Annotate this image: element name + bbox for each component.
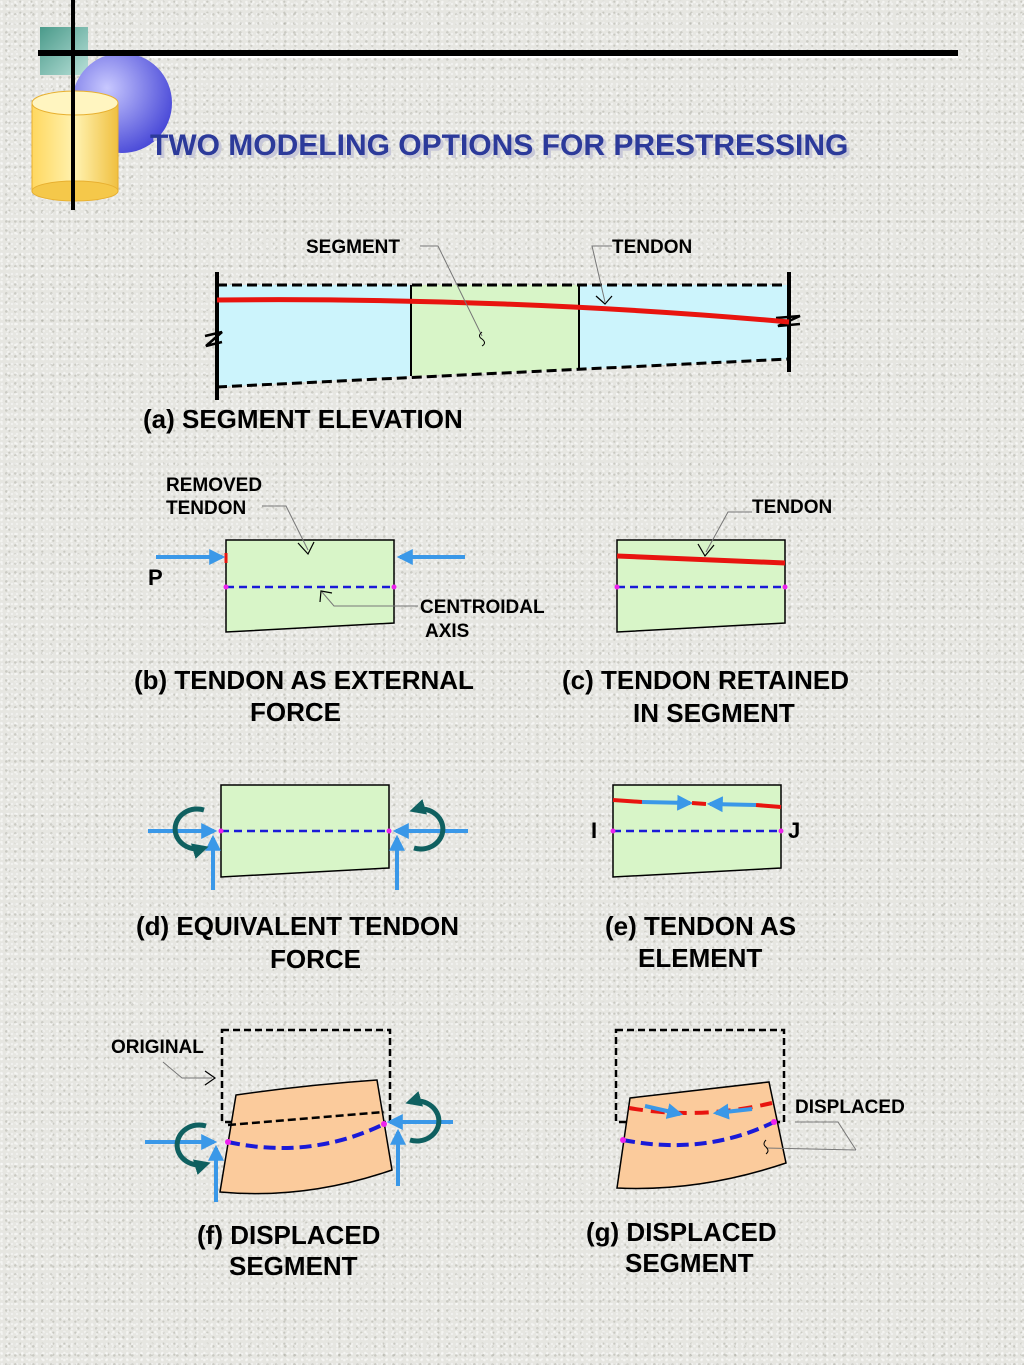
centroidal-leader-arrow (319, 590, 333, 603)
caption-d-line2: FORCE (270, 944, 361, 974)
tendon-c-leader-arrow (697, 543, 715, 558)
displaced-block-g (616, 1081, 787, 1190)
segment-middle (411, 285, 579, 376)
node-f-right (381, 1121, 387, 1127)
panel-f-displaced (145, 1028, 453, 1202)
label-j: J (788, 818, 800, 843)
node-g-right (771, 1119, 777, 1125)
displaced-leader (795, 1121, 857, 1151)
label-removed-tendon: TENDON (166, 498, 246, 519)
tendon-profile (216, 297, 790, 325)
tendon-arrow-g-left (644, 1103, 684, 1119)
label-i: I (591, 818, 597, 843)
label-segment: SEGMENT (306, 237, 400, 258)
caption-f-line1: (f) DISPLACED (197, 1220, 380, 1250)
node-j (778, 828, 784, 834)
centroidal-leader (321, 591, 418, 607)
panel-b-external-force (156, 505, 465, 633)
label-tendon-c: TENDON (752, 497, 832, 518)
label-p: P (148, 565, 163, 590)
panel-g-displaced (614, 1028, 857, 1190)
tendon-leader (591, 245, 612, 303)
node-b-left (223, 584, 229, 590)
removed-tendon-leader-arrow (297, 541, 315, 556)
caption-f-line2: SEGMENT (229, 1251, 358, 1281)
tendon-arrow-g-right (712, 1103, 753, 1120)
header-decoration (31, 0, 958, 210)
label-removed: REMOVED (166, 475, 262, 496)
bottom-flange-line (216, 357, 790, 389)
moment-arrow-f-left (174, 1122, 211, 1175)
tendon-c (616, 553, 786, 566)
caption-g-line1: (g) DISPLACED (586, 1217, 777, 1247)
original-leader (162, 1061, 212, 1079)
panel-c-tendon-retained (614, 511, 788, 633)
node-c-right (782, 584, 788, 590)
displaced-centroid-f (227, 1122, 385, 1150)
tendon-element-arrow-right (706, 796, 757, 813)
node-g-left (620, 1137, 626, 1143)
segment-leader (420, 245, 483, 337)
node-d-left (218, 828, 224, 834)
caption-c-line1: (c) TENDON RETAINED (562, 665, 849, 695)
displaced-tendon-g (628, 1101, 773, 1115)
caption-b-line2: FORCE (250, 697, 341, 727)
tendon-element-end-right (755, 803, 782, 809)
node-c-left (614, 584, 620, 590)
moment-arrow-right (409, 799, 446, 852)
label-axis: AXIS (425, 621, 469, 642)
panel-d-equivalent-force (148, 784, 468, 890)
node-b-right (391, 584, 397, 590)
segment-right (579, 285, 789, 369)
displaced-centroid-g (622, 1120, 775, 1148)
node-d-right (386, 828, 392, 834)
original-axis-f (227, 1110, 385, 1127)
moment-arrow-left (172, 806, 209, 859)
page-title-shadow: TWO MODELING OPTIONS FOR PRESTRESSING (153, 132, 851, 165)
tendon-element-arrow-left (641, 794, 694, 811)
displaced-leader-tick (763, 1139, 769, 1155)
removed-tendon-leader (262, 505, 309, 551)
tendon-element-mid (691, 801, 707, 806)
panel-a-segment-elevation (204, 245, 801, 400)
caption-b-line1: (b) TENDON AS EXTERNAL (134, 665, 474, 695)
label-centroidal: CENTROIDAL (420, 597, 545, 618)
break-symbol-left (204, 330, 223, 348)
tendon-leader-arrow (595, 295, 613, 305)
node-i (610, 828, 616, 834)
label-tendon-a: TENDON (612, 237, 692, 258)
caption-d-line1: (d) EQUIVALENT TENDON (136, 911, 459, 941)
displaced-leader-tail (765, 1147, 857, 1151)
node-f-left (225, 1139, 231, 1145)
segment-left (217, 285, 411, 387)
moment-arrow-f-right (405, 1091, 442, 1144)
caption-e-line1: (e) TENDON AS (605, 911, 796, 941)
tendon-c-leader (705, 511, 752, 553)
original-leader-arrow (204, 1070, 217, 1086)
displaced-block-f (219, 1079, 393, 1195)
label-original: ORIGINAL (111, 1037, 204, 1058)
segment-leader-tick (479, 331, 485, 347)
label-displaced: DISPLACED (795, 1097, 905, 1118)
tendon-element-end-left (612, 798, 643, 804)
page-title: TWO MODELING OPTIONS FOR PRESTRESSING (150, 129, 848, 162)
caption-c-line2: IN SEGMENT (633, 698, 795, 728)
panel-e-tendon-element (610, 784, 784, 878)
caption-e-line2: ELEMENT (638, 943, 762, 973)
caption-g-line2: SEGMENT (625, 1248, 754, 1278)
caption-a: (a) SEGMENT ELEVATION (143, 404, 463, 434)
